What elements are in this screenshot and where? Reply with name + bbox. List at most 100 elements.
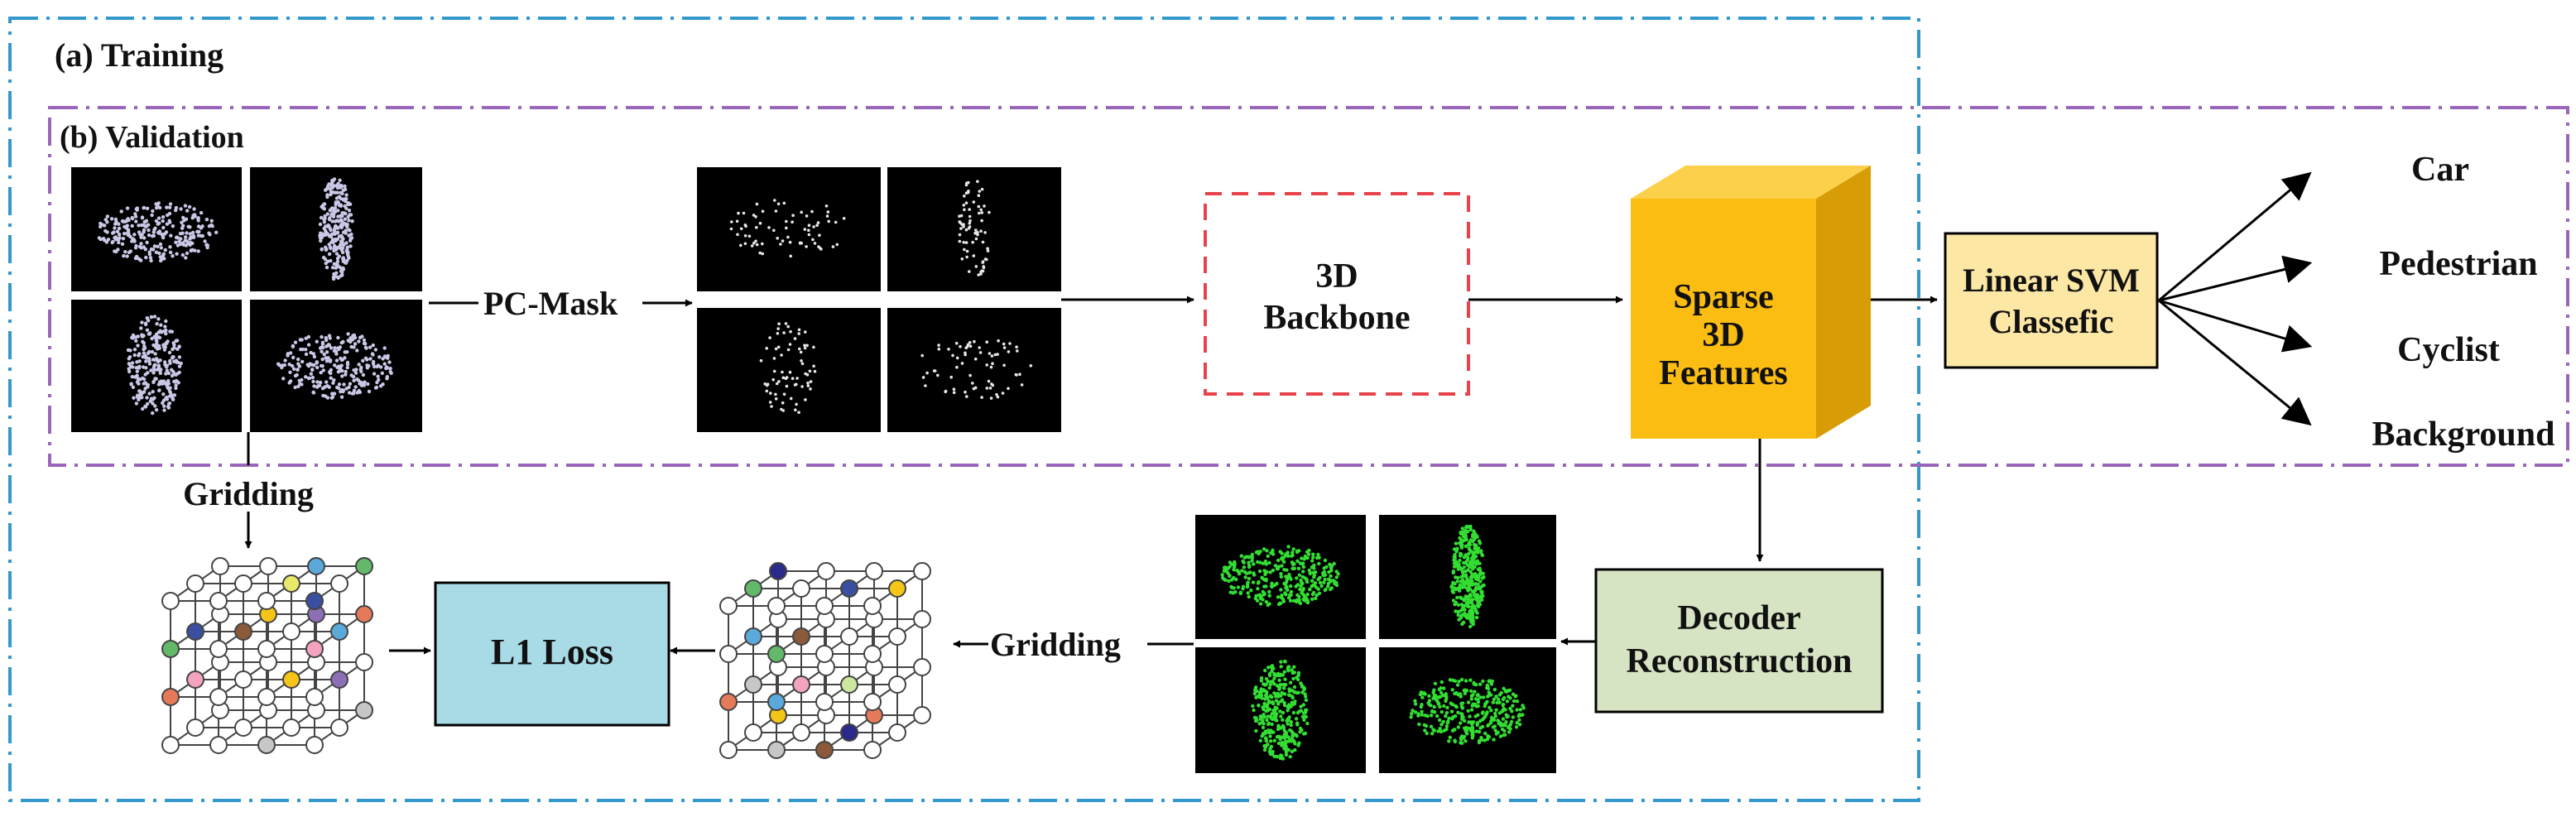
point [156, 335, 161, 339]
grid-node [888, 723, 906, 742]
point [1492, 687, 1497, 692]
point [1487, 690, 1492, 694]
point [315, 339, 319, 344]
point [977, 273, 980, 276]
validation-panel-border [48, 106, 2569, 467]
point [379, 384, 383, 388]
point [1314, 593, 1319, 598]
validation-label: (b) Validation [60, 120, 244, 155]
point [339, 340, 344, 345]
point [1409, 715, 1413, 719]
point [169, 233, 173, 238]
point [921, 376, 925, 379]
point [1246, 591, 1250, 595]
point [1461, 605, 1465, 609]
point [357, 339, 361, 344]
point [133, 246, 138, 250]
point [333, 206, 338, 210]
point [1257, 693, 1262, 698]
point [1279, 665, 1283, 669]
point [1420, 713, 1425, 717]
point [142, 351, 147, 355]
point [775, 382, 779, 386]
point [315, 360, 320, 364]
point [134, 339, 138, 343]
point [140, 320, 144, 324]
point [1268, 694, 1273, 698]
point [322, 202, 326, 207]
point [1253, 718, 1258, 723]
point [973, 357, 978, 361]
point [324, 187, 329, 192]
point [1266, 554, 1271, 558]
point [334, 358, 339, 363]
point [320, 248, 324, 252]
point [812, 364, 815, 368]
point [1466, 598, 1470, 602]
grid-node [863, 597, 882, 615]
point [304, 336, 308, 340]
point [1478, 585, 1482, 589]
point [1278, 683, 1283, 687]
point [164, 372, 168, 376]
point [150, 349, 155, 354]
point [1476, 601, 1481, 605]
point [765, 389, 769, 393]
point [142, 377, 147, 382]
point [185, 251, 190, 256]
point [340, 270, 344, 275]
point [339, 395, 344, 399]
point [1308, 587, 1312, 592]
point [1016, 349, 1019, 353]
point [1468, 678, 1473, 682]
point [344, 230, 348, 234]
point [304, 352, 309, 357]
point [371, 343, 375, 348]
point [774, 392, 777, 396]
point [320, 357, 324, 362]
point [1467, 604, 1471, 609]
point [156, 358, 160, 363]
point [963, 208, 966, 212]
point [164, 319, 168, 324]
point [951, 353, 954, 358]
point [1475, 559, 1480, 563]
point [129, 382, 133, 386]
point [152, 363, 156, 368]
point [191, 233, 195, 238]
point [1280, 564, 1284, 568]
point [1453, 728, 1457, 732]
point [343, 204, 347, 209]
grid-node [209, 736, 228, 754]
point [1296, 566, 1301, 570]
point [1431, 696, 1435, 700]
point [1429, 724, 1434, 728]
point [366, 382, 370, 387]
point [1261, 725, 1266, 730]
point [1463, 613, 1468, 618]
point [368, 345, 372, 349]
point [1276, 558, 1281, 563]
point [142, 382, 146, 386]
grid-node [863, 645, 882, 663]
point [1291, 710, 1296, 715]
point [164, 230, 169, 234]
point [1258, 714, 1263, 718]
point [1504, 689, 1508, 693]
point [1468, 608, 1473, 613]
point [1479, 738, 1484, 742]
point [1267, 589, 1271, 594]
point [1289, 720, 1294, 724]
point [1261, 561, 1266, 565]
svm-label-line1: Linear SVM [1963, 262, 2140, 299]
point [131, 385, 136, 389]
point [1463, 544, 1468, 549]
pc-mask-label: PC-Mask [483, 285, 618, 322]
point [1470, 605, 1475, 610]
point [103, 228, 108, 233]
arrow-to-cyclist [2158, 299, 2313, 353]
point [346, 250, 350, 255]
point [114, 219, 118, 223]
point [1290, 695, 1295, 700]
point [1459, 721, 1463, 725]
